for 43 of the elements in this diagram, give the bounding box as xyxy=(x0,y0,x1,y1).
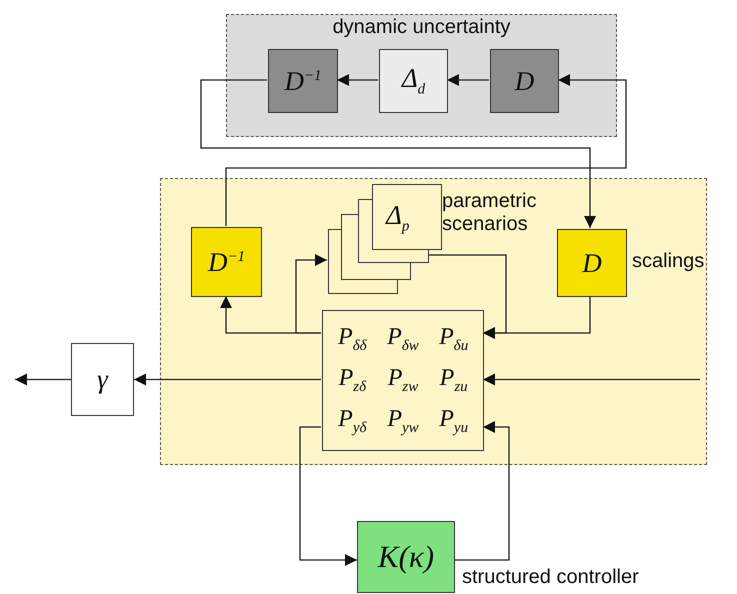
arrow xyxy=(483,296,591,339)
arrow xyxy=(447,74,489,86)
block xyxy=(268,49,338,113)
matrix-entry: P$_{zδ}$ xyxy=(338,365,366,396)
arrow xyxy=(299,426,357,566)
matrix-entry: P$_{yw}$ xyxy=(387,406,419,437)
uncertainty-group xyxy=(226,14,617,137)
math-symbol: γ xyxy=(97,364,108,395)
block xyxy=(379,49,448,113)
matrix-entry: P$_{yδ}$ xyxy=(338,406,366,437)
matrix-entry: P$_{yu}$ xyxy=(439,406,468,437)
matrix-block xyxy=(322,310,484,451)
arrow xyxy=(455,421,510,561)
scenario-stack xyxy=(328,184,442,294)
arrow xyxy=(483,374,700,386)
block-caption: parametric scenarios xyxy=(442,190,538,236)
block xyxy=(71,343,134,416)
arrow xyxy=(337,74,378,86)
block-caption: scalings xyxy=(632,250,704,273)
arrow xyxy=(15,374,71,386)
math-symbol: Δ$_{d}$ xyxy=(402,63,426,99)
arrow xyxy=(295,254,327,334)
matrix-entry: P$_{zw}$ xyxy=(388,365,418,396)
arrow xyxy=(200,79,596,228)
block xyxy=(357,521,455,593)
matrix-entry: P$_{δw}$ xyxy=(387,324,419,355)
matrix-entry: P$_{δδ}$ xyxy=(338,324,367,355)
arrow xyxy=(225,74,627,226)
group-title: dynamic uncertainty xyxy=(332,16,512,39)
math-symbol: D xyxy=(582,248,602,278)
matrix-entry: P$_{zu}$ xyxy=(440,365,468,396)
math-symbol: K(κ) xyxy=(378,539,434,575)
math-symbol: D$^{−1}$ xyxy=(284,66,322,96)
block-caption: structured controller xyxy=(462,566,639,589)
math-symbol: Δ$_{p}$ xyxy=(386,200,410,236)
arrow xyxy=(134,374,321,386)
plant-group xyxy=(160,178,707,465)
math-symbol: D$^{−1}$ xyxy=(208,246,246,278)
matrix-entry: P$_{δu}$ xyxy=(439,324,468,355)
block xyxy=(557,229,627,297)
math-symbol: D xyxy=(514,66,534,96)
block xyxy=(490,49,559,113)
block xyxy=(191,227,262,297)
